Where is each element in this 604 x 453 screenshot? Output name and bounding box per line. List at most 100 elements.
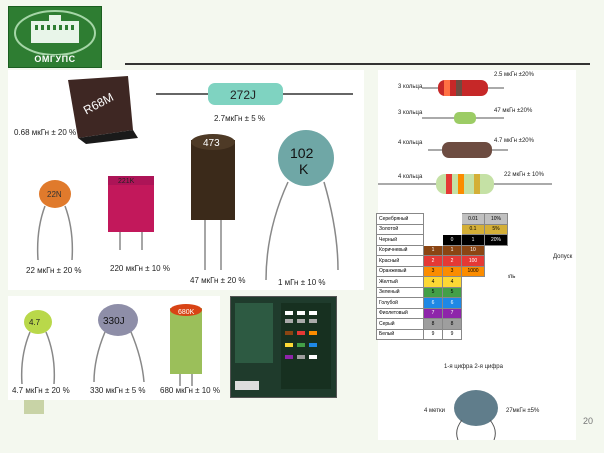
table-cell-tol [484, 244, 508, 256]
table-cell-d2: 0 [442, 234, 462, 246]
marks-label: 4 метки [424, 408, 445, 414]
table-cell-name: Белый [376, 328, 424, 340]
green-disc-marking: 4.7 [29, 318, 41, 327]
caption-axial: 2.7мкГн ± 5 % [214, 114, 266, 123]
cylinder-green-marking: 680K [178, 309, 195, 316]
table-cell-d1: 3 [423, 265, 443, 277]
table-cell-d2: 6 [442, 297, 462, 309]
inductors-panel: R68M 272J 22N 221K 473 102 K 0.68 мкГн ±… [8, 70, 364, 290]
table-cell-d1: 2 [423, 255, 443, 267]
table-cell-mult [461, 307, 485, 319]
ceramic-marking: 102 [290, 145, 314, 161]
box-marking: 221K [118, 178, 135, 185]
table-cell-name: Голубой [376, 297, 424, 309]
table-cell-tol [484, 307, 508, 319]
options-panel [235, 303, 273, 363]
table-cell-d2: 8 [442, 318, 462, 330]
ceramic-tolerance-marking: K [299, 161, 309, 177]
table-cell-name: Серебряный [376, 213, 424, 225]
table-cell-d1 [423, 213, 443, 225]
table-cell-d1: 8 [423, 318, 443, 330]
table-cell-d1: 5 [423, 286, 443, 298]
table-cell-tol [484, 318, 508, 330]
caption-cylinder: 47 мкГн ± 20 % [190, 276, 246, 285]
value-4-rings-b: 22 мкГн ± 10% [504, 172, 544, 178]
building-emblem-icon [14, 10, 96, 56]
table-cell-mult [461, 328, 485, 340]
caption-cylinder-green: 680 мкГн ± 10 % [160, 386, 220, 395]
table-cell-mult: 1000 [461, 265, 485, 277]
table-cell-d2: 9 [442, 328, 462, 340]
color-code-illustration [378, 80, 552, 441]
table-cell-tol: 20% [484, 234, 508, 246]
color-grid-graphic [285, 311, 317, 359]
table-cell-tol [484, 286, 508, 298]
table-cell-name: Фиолетовый [376, 307, 424, 319]
inductors-illustration: R68M 272J 22N 221K 473 102 K [36, 76, 353, 281]
value-3-rings-a: 2.5 мкГн ±20% [494, 72, 534, 78]
disc-marking: 22N [47, 190, 62, 199]
table-cell-mult: 0.01 [461, 213, 485, 225]
caption-chip: 0.68 мкГн ± 20 % [14, 128, 77, 137]
university-logo: ОМГУПС [8, 6, 102, 68]
table-cell-mult [461, 297, 485, 309]
table-cell-name: Черный [376, 234, 424, 246]
axial-marking: 272J [230, 88, 256, 102]
table-cell-d1: 6 [423, 297, 443, 309]
caption-box: 220 мкГн ± 10 % [110, 264, 170, 273]
table-cell-d2: 1 [442, 244, 462, 256]
table-cell-d2 [442, 223, 462, 235]
table-cell-name: Красный [376, 255, 424, 267]
page-number: 20 [583, 416, 594, 426]
table-cell-mult: 1 [461, 234, 485, 246]
table-cell-tol: 5% [484, 223, 508, 235]
value-3-rings-b: 47 мкГн ±20% [494, 108, 533, 114]
table-cell-mult: 0.1 [461, 223, 485, 235]
cylinder-marking: 473 [203, 138, 220, 149]
logo-text: ОМГУПС [34, 54, 76, 64]
caption-disc: 22 мкГн ± 20 % [26, 266, 82, 275]
table-cell-d1: 7 [423, 307, 443, 319]
table-cell-tol [484, 276, 508, 288]
table-cell-d2: 7 [442, 307, 462, 319]
label-4-rings-a: 4 кольца [398, 140, 423, 146]
table-cell-tol [484, 297, 508, 309]
table-cell-name: Желтый [376, 276, 424, 288]
table-cell-d2: 2 [442, 255, 462, 267]
tolerance-label: Допуск [553, 254, 573, 260]
table-cell-mult [461, 286, 485, 298]
table-cell-mult [461, 318, 485, 330]
small-inductors-panel: 4.7 330J 680K 4.7 мкГн ± 20 % 330 мкГн ±… [8, 296, 220, 400]
table-cell-mult [461, 276, 485, 288]
table-cell-d2: 3 [442, 265, 462, 277]
table-cell-d1: 4 [423, 276, 443, 288]
table-cell-tol [484, 255, 508, 267]
table-cell-d1 [423, 223, 443, 235]
table-cell-d1: 1 [423, 244, 443, 256]
marks-value: 27мкГн ±5% [506, 408, 540, 414]
caption-green-disc: 4.7 мкГн ± 20 % [12, 386, 70, 395]
table-cell-mult: 100 [461, 255, 485, 267]
table-cell-d2 [442, 213, 462, 225]
table-cell-tol [484, 328, 508, 340]
table-cell-d1 [423, 234, 443, 246]
caption-gray-disc: 330 мкГн ± 5 % [90, 386, 146, 395]
digits-label: 1-я цифра 2-я цифра [444, 364, 503, 370]
small-inductors-illustration: 4.7 330J 680K [20, 304, 202, 386]
label-3-rings-a: 3 кольца [398, 84, 423, 90]
table-cell-d2: 5 [442, 286, 462, 298]
calculate-button[interactable] [235, 381, 259, 390]
label-3-rings-b: 3 кольца [398, 110, 423, 116]
